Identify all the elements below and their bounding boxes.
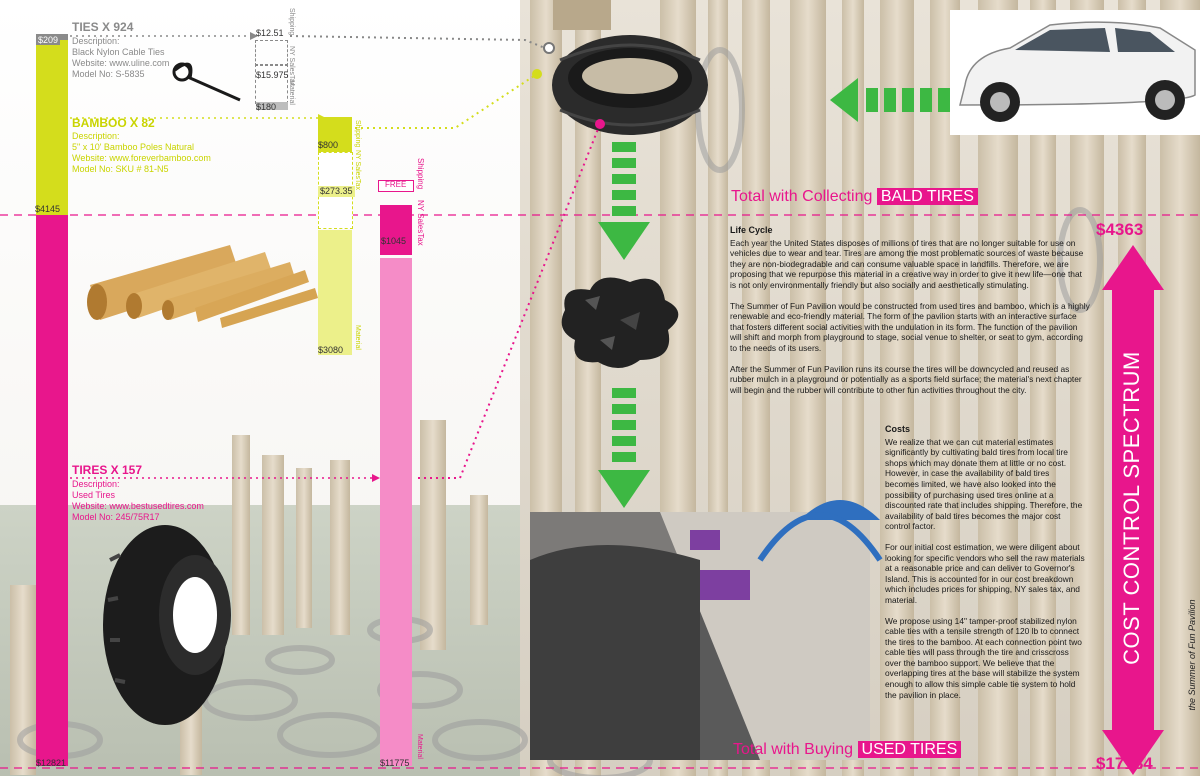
total-collecting-heading: Total with Collecting BALD TIRES [731,188,978,206]
bamboo-description-label: Description: [72,131,120,141]
bamboo-material-label: Material [354,325,361,350]
bamboo-start-value: $4145 [35,204,61,214]
side-caption: the Summer of Fun Pavilion [1187,599,1197,711]
bamboo-description: 5" x 10' Bamboo Poles Natural [72,142,194,152]
tires-description-label: Description: [72,479,120,489]
bamboo-shipping-value: $800 [318,140,339,150]
tires-shipping-label: Shipping [416,158,425,190]
costs-heading: Costs [885,424,911,434]
costs-section: Costs We realize that we can cut materia… [885,424,1085,710]
total-high-value: $17184 [1096,754,1153,773]
tires-title: TIRES X 157 [72,463,143,477]
total-collecting-prefix: Total with Collecting [731,188,873,205]
ties-tax-label: NY SalesTax [288,46,295,86]
tires-tax-bar [380,205,412,255]
ties-start-value: $209 [36,35,61,45]
bamboo-tax-label: NY SalesTax [354,150,361,190]
total-low-value: $4363 [1096,220,1144,239]
bamboo-website: Website: www.foreverbamboo.com [72,153,211,163]
tires-start-value: $12821 [36,758,67,768]
life-cycle-paragraph-3: After the Summer of Fun Pavilion runs it… [730,363,1082,395]
ties-material-value: $180 [256,102,277,112]
tires-material-bar [380,258,412,766]
bamboo-material-value: $3080 [318,345,344,355]
ties-tax-value: $15.975 [256,70,289,80]
bamboo-material-bar [318,230,352,355]
costs-paragraph-3: We propose using 14" tamper-proof stabil… [885,615,1082,700]
tires-material-label: Material [416,734,423,759]
life-cycle-heading: Life Cycle [730,225,773,235]
cable-tie-image [172,62,241,102]
total-buying-prefix: Total with Buying [733,741,854,758]
ties-material-label: Material [288,80,295,105]
bamboo-shipping-bar [318,117,352,152]
tire-image [103,525,231,725]
bamboo-poles-image [87,245,318,328]
costs-paragraph-1: We realize that we can cut material esti… [885,436,1083,532]
car-image [950,10,1200,135]
total-buying-heading: Total with Buying USED TIRES [733,741,962,759]
tires-tax-value: $1045 [380,236,408,247]
total-collecting-highlight: BALD TIRES [876,188,978,205]
arrow-tire-to-mulch-icon [598,142,650,260]
ties-model: Model No: S-5835 [72,69,145,79]
cost-spectrum-arrow [1102,245,1164,775]
arrow-car-to-tire-icon [830,78,950,122]
ties-shipping-value: $12.51 [256,28,284,38]
life-cycle-paragraph-1: Each year the United States disposes of … [730,237,1084,290]
arrow-mulch-to-playground-icon [598,388,650,508]
life-cycle-paragraph-2: The Summer of Fun Pavilion would be cons… [730,300,1090,353]
tires-website: Website: www.bestusedtires.com [72,501,204,511]
rubber-mulch-image [561,277,679,369]
cost-control-spectrum-title: COST CONTROL SPECTRUM [1119,351,1144,665]
playground-photo [530,500,883,760]
total-cost-bar-bamboo-segment [36,40,68,215]
ties-shipping-bar [255,40,288,66]
tires-model: Model No: 245/75R17 [72,512,160,522]
bamboo-model: Model No: SKU # 81-N5 [72,164,169,174]
life-cycle-section: Life Cycle Each year the United States d… [730,225,1090,405]
bamboo-title: BAMBOO X 82 [72,116,155,130]
hanging-tire-image [552,0,708,135]
ties-description-label: Description: [72,36,120,46]
bamboo-tax-value: $273.35 [318,186,355,197]
ties-title: TIES X 924 [72,20,134,34]
tires-shipping-value: FREE [385,180,407,189]
ties-shipping-label: Shipping [288,8,295,36]
tires-shipping-bar [378,180,414,192]
tires-material-value: $11775 [380,758,410,768]
costs-paragraph-2: For our initial cost estimation, we were… [885,541,1085,605]
total-buying-highlight: USED TIRES [857,741,962,758]
ties-description: Black Nylon Cable Ties [72,47,165,57]
ties-material-bar [256,102,288,110]
tires-description: Used Tires [72,490,116,500]
ties-website: Website: www.uline.com [72,58,170,68]
total-cost-bar-tires-segment [36,215,68,766]
bamboo-shipping-label: Shipping [354,120,361,148]
tires-tax-label: NY SalesTax [416,200,425,246]
